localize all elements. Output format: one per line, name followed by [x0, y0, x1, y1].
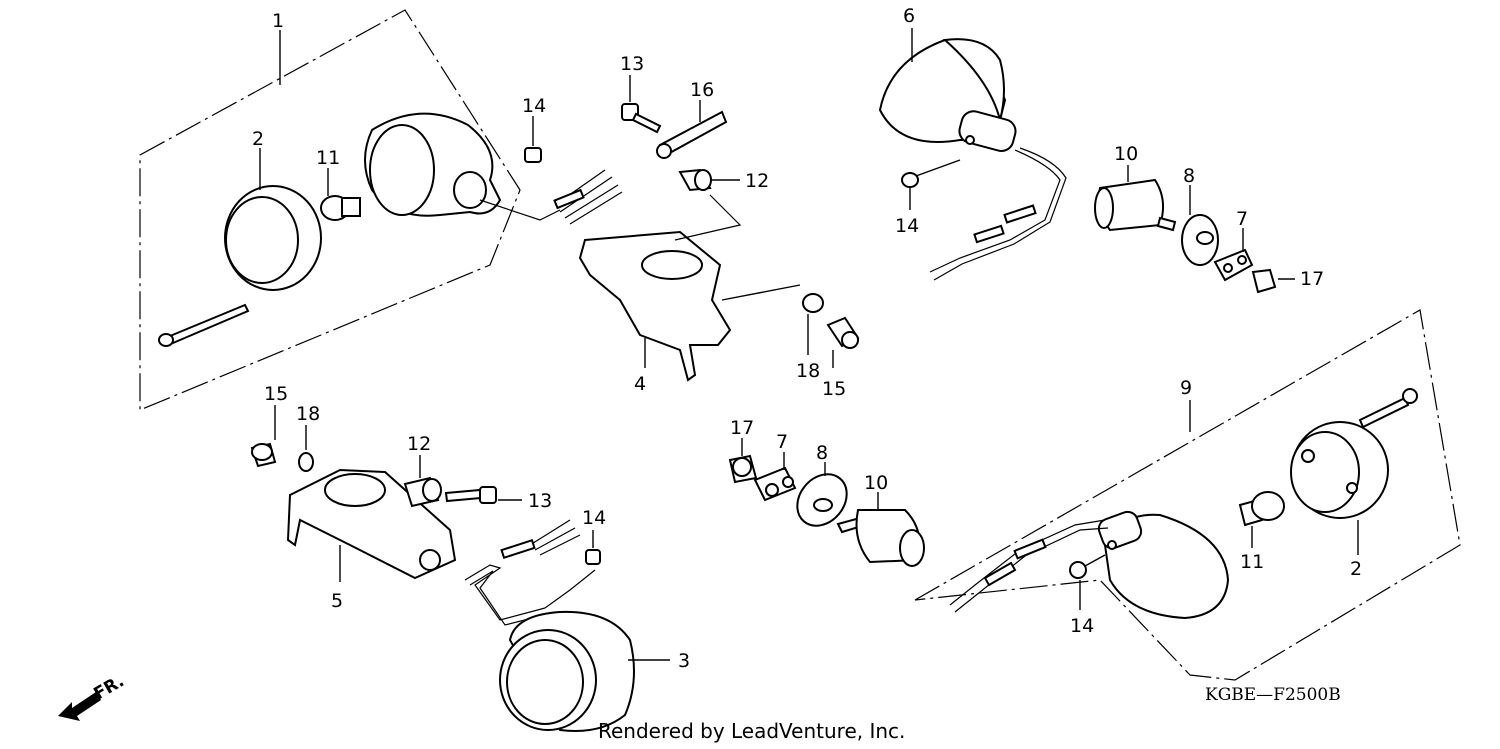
diagram-code: KGBE—F2500B [1205, 685, 1341, 705]
nut-part-15-upper [826, 316, 860, 368]
socket-part-10-upper [1094, 165, 1177, 232]
front-direction-arrow: FR. [58, 671, 128, 721]
grommet-part-8-upper [1181, 185, 1219, 266]
screw-part-14-a [524, 128, 542, 163]
part-label-7-lower: 7 [776, 431, 788, 453]
part-label-10-lower: 10 [864, 472, 888, 494]
assembly-1-outline [139, 9, 521, 411]
part-label-1: 1 [272, 10, 284, 32]
part-label-15-lower: 15 [264, 383, 288, 405]
turn-signal-part-3 [464, 564, 670, 732]
part-label-13-upper: 13 [620, 53, 644, 75]
part-label-14-a: 14 [522, 95, 546, 117]
housing-part-9 [1097, 510, 1230, 620]
part-label-7-upper: 7 [1236, 208, 1248, 230]
part-label-16: 16 [690, 79, 714, 101]
part-label-14-b: 14 [895, 215, 919, 237]
bulb-part-11-lower [1238, 491, 1285, 548]
bracket-part-5 [286, 468, 457, 582]
bolt-part-13-upper [621, 75, 662, 134]
grommet-part-8-lower [796, 462, 848, 527]
part-label-17-lower: 17 [730, 417, 754, 439]
wire-connector [553, 188, 585, 210]
part-label-6: 6 [903, 5, 915, 27]
part-label-14-d: 14 [1070, 615, 1094, 637]
part-label-13-lower: 13 [528, 490, 552, 512]
part-label-9: 9 [1180, 377, 1192, 399]
part-label-2-lower: 2 [1350, 558, 1362, 580]
part-label-18-upper: 18 [796, 360, 820, 382]
screw-part-14-b [901, 159, 961, 210]
part-label-3: 3 [678, 650, 690, 672]
lens-part-2-upper [224, 185, 322, 291]
bracket-part-4 [578, 194, 801, 382]
arrow-left-icon [58, 692, 101, 721]
collar-part-12-lower [403, 455, 442, 508]
part-label-4: 4 [634, 373, 646, 395]
wire-connector-lower [500, 538, 536, 560]
nut-part-17-upper [1251, 268, 1295, 294]
nut-part-15-lower [250, 405, 277, 468]
plate-part-7-lower [753, 452, 797, 502]
plate-part-7-upper [1213, 228, 1254, 282]
nut-part-17-lower [728, 438, 758, 484]
lens-part-2-lower [1290, 421, 1389, 555]
screw-part-14-d [1069, 554, 1106, 610]
part-label-15-upper: 15 [822, 378, 846, 400]
assembly-9-outline [914, 309, 1461, 681]
bolt-part-13-lower [444, 486, 522, 504]
assembly-1-turn-signal: 1 2 11 14 [139, 9, 623, 411]
part-label-2-upper: 2 [252, 128, 264, 150]
wire-harness-lower-left [529, 519, 581, 556]
lens-screw-upper [158, 303, 250, 347]
collar-part-12-upper [678, 168, 740, 192]
socket-part-10-lower [836, 492, 925, 567]
part-label-18-lower: 18 [296, 403, 320, 425]
part-label-11-upper: 11 [316, 147, 340, 169]
screw-part-14-c [585, 530, 601, 565]
part-label-12-lower: 12 [407, 433, 431, 455]
part-label-14-c: 14 [582, 507, 606, 529]
lens-screw-lower [1358, 388, 1418, 429]
part-label-5: 5 [331, 590, 343, 612]
washer-part-18-upper [802, 293, 824, 355]
credit-text: Rendered by LeadVenture, Inc. [598, 719, 905, 743]
part-label-10-upper: 10 [1114, 143, 1138, 165]
part-label-8-lower: 8 [816, 442, 828, 464]
part-label-12-upper: 12 [745, 170, 769, 192]
wire-harness-upper-left [554, 169, 623, 225]
assembly-9-turn-signal [914, 309, 1461, 681]
plate-part-16 [656, 100, 728, 159]
housing-part-6 [878, 38, 1067, 281]
housing-part-1 [364, 112, 561, 221]
part-label-17-upper: 17 [1300, 268, 1324, 290]
bulb-part-11-upper [320, 195, 361, 221]
washer-part-18-lower [298, 425, 314, 472]
part-label-11-lower: 11 [1240, 551, 1264, 573]
part-label-8-upper: 8 [1183, 165, 1195, 187]
